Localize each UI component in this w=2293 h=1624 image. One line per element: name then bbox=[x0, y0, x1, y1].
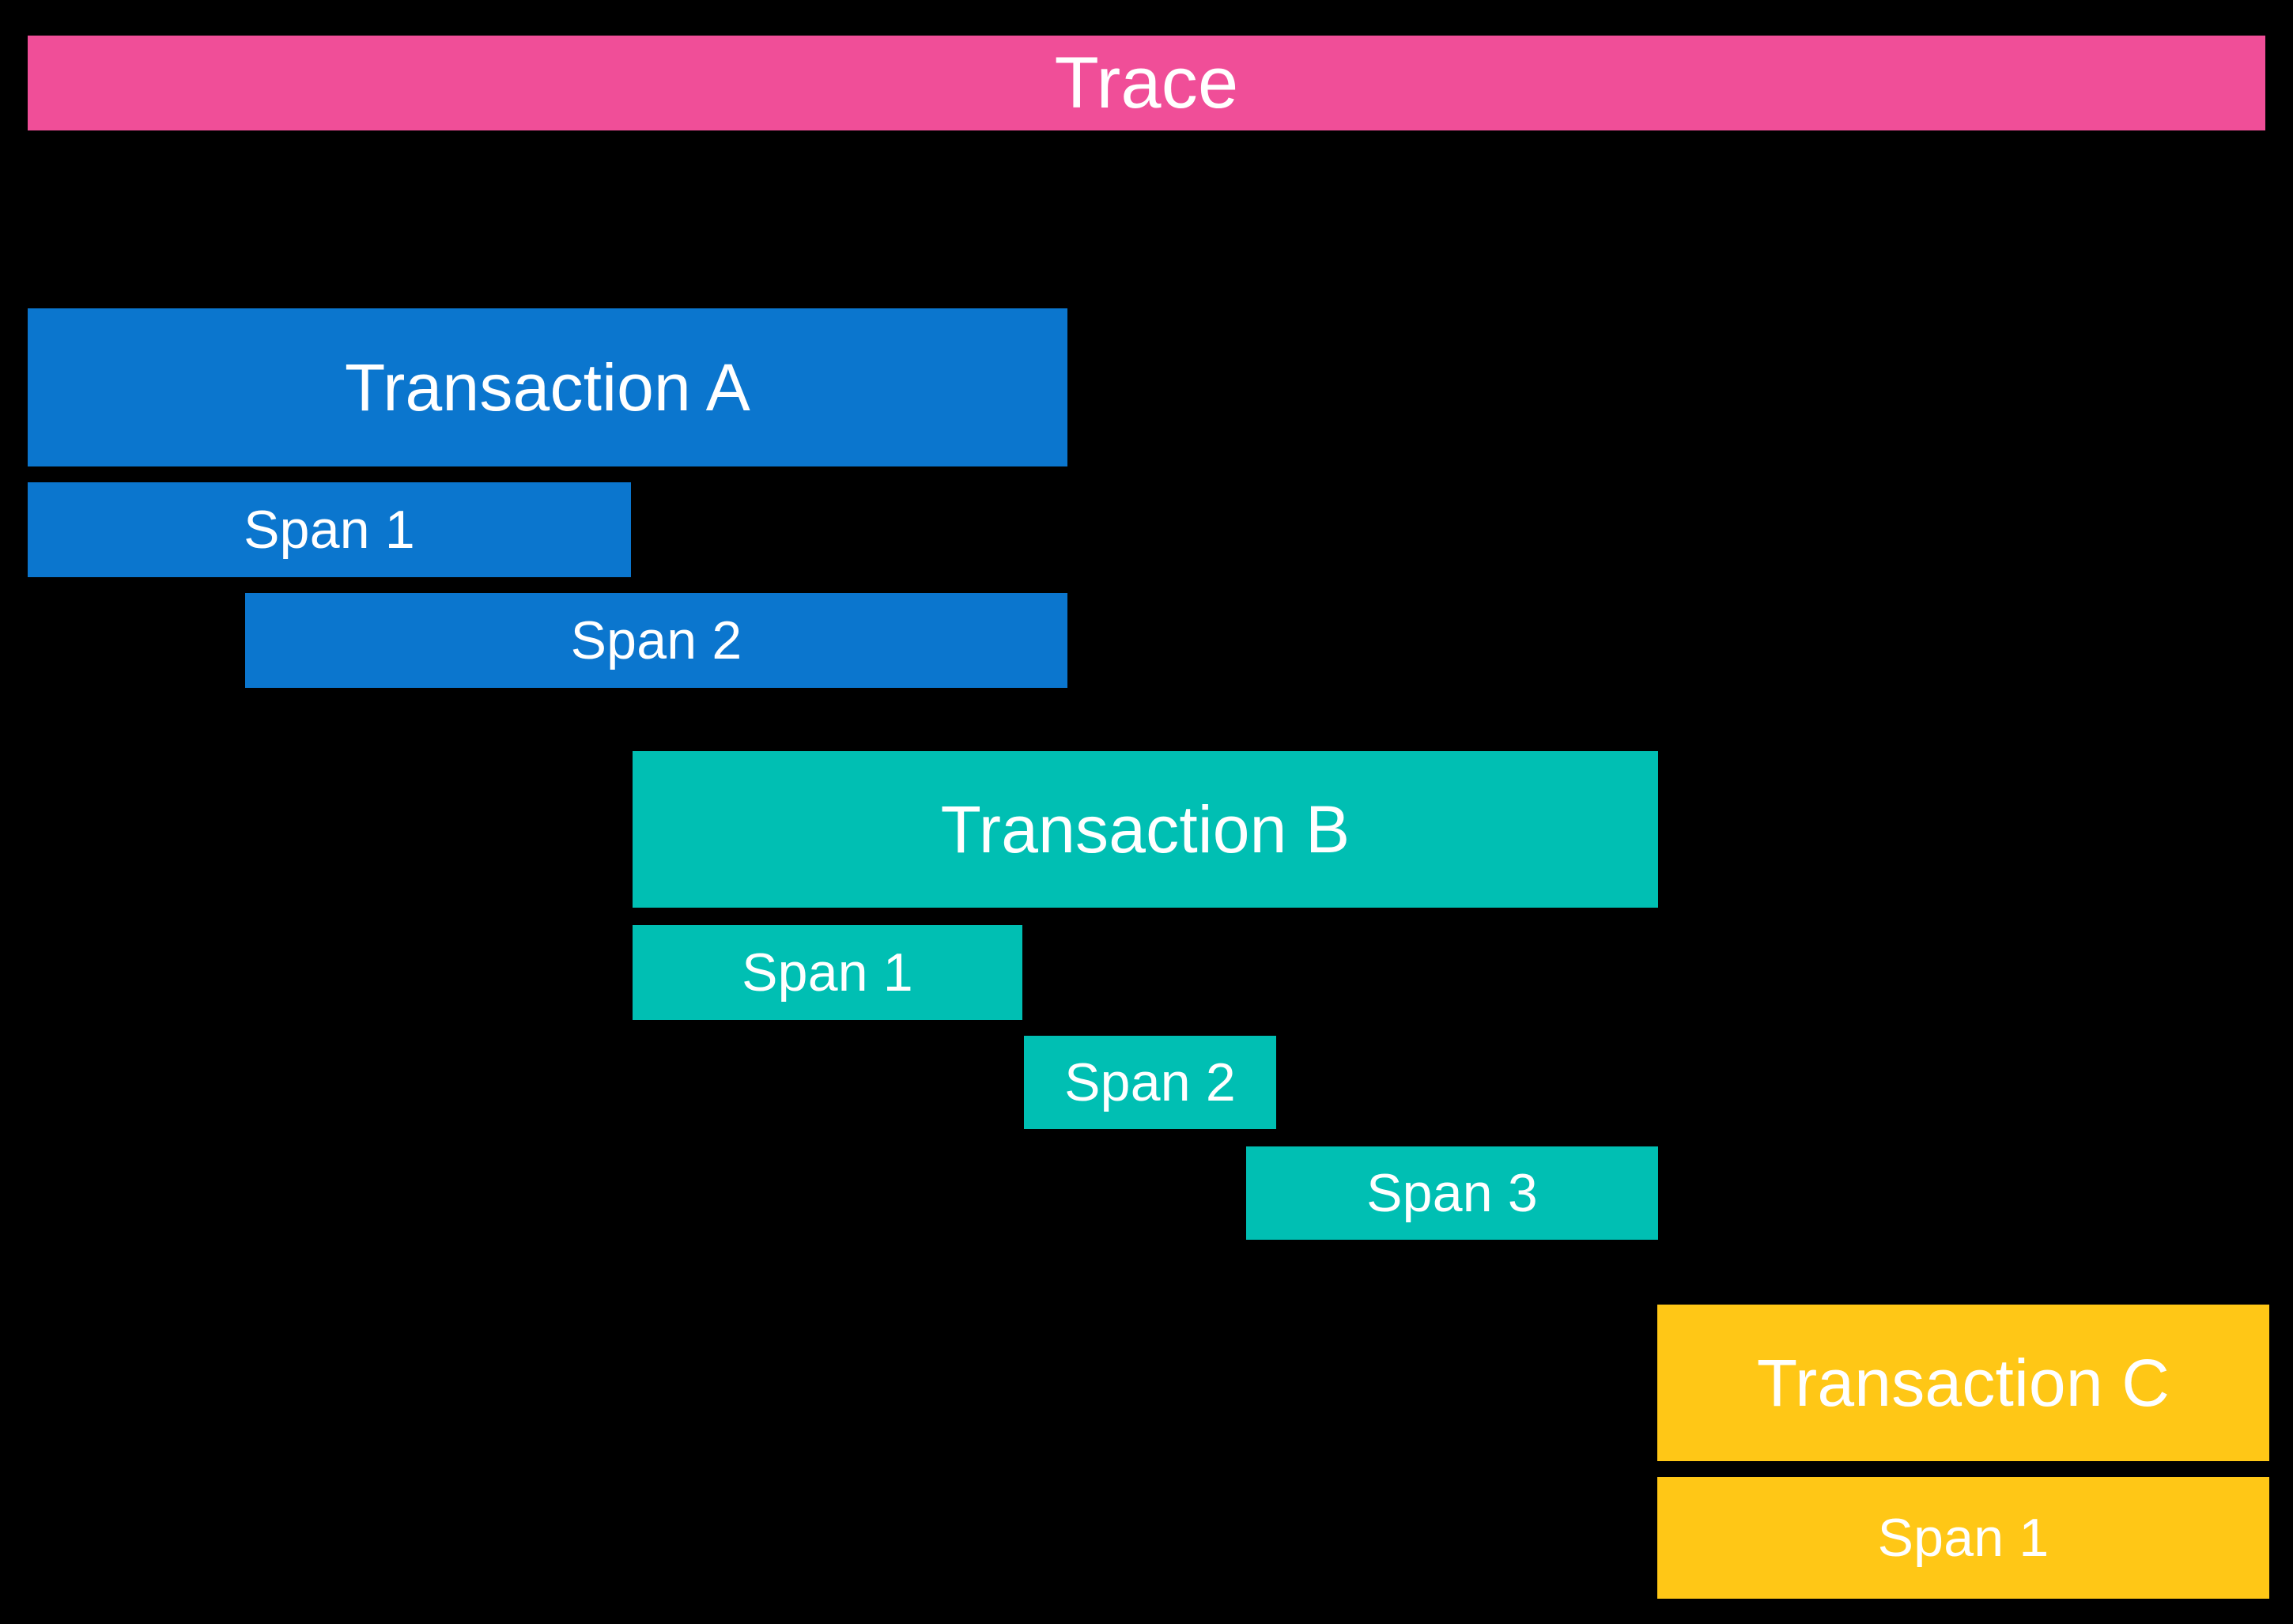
bar-label-transaction-a-span-1: Span 1 bbox=[244, 500, 415, 560]
bar-transaction-a-span-2[interactable]: Span 2 bbox=[245, 593, 1067, 688]
bar-label-transaction-b-span-3: Span 3 bbox=[1366, 1163, 1538, 1223]
bar-label-transaction-c: Transaction C bbox=[1756, 1346, 2170, 1420]
bar-label-transaction-c-span-1: Span 1 bbox=[1877, 1508, 2049, 1568]
bar-transaction-b-span-2[interactable]: Span 2 bbox=[1024, 1036, 1276, 1129]
bar-transaction-a-span-1[interactable]: Span 1 bbox=[28, 482, 631, 577]
bar-transaction-c[interactable]: Transaction C bbox=[1657, 1305, 2269, 1461]
bar-trace[interactable]: Trace bbox=[28, 36, 2265, 130]
bar-label-transaction-b-span-2: Span 2 bbox=[1064, 1052, 1236, 1112]
bar-label-transaction-b-span-1: Span 1 bbox=[742, 942, 913, 1003]
bar-transaction-b-span-1[interactable]: Span 1 bbox=[633, 925, 1022, 1020]
bar-transaction-a[interactable]: Transaction A bbox=[28, 308, 1067, 466]
bar-transaction-b[interactable]: Transaction B bbox=[633, 751, 1658, 908]
bar-label-transaction-b: Transaction B bbox=[940, 792, 1350, 867]
bar-label-trace: Trace bbox=[1054, 43, 1239, 123]
bar-transaction-b-span-3[interactable]: Span 3 bbox=[1246, 1146, 1658, 1240]
bar-label-transaction-a-span-2: Span 2 bbox=[570, 610, 742, 670]
bar-label-transaction-a: Transaction A bbox=[344, 350, 751, 425]
bar-transaction-c-span-1[interactable]: Span 1 bbox=[1657, 1477, 2269, 1599]
